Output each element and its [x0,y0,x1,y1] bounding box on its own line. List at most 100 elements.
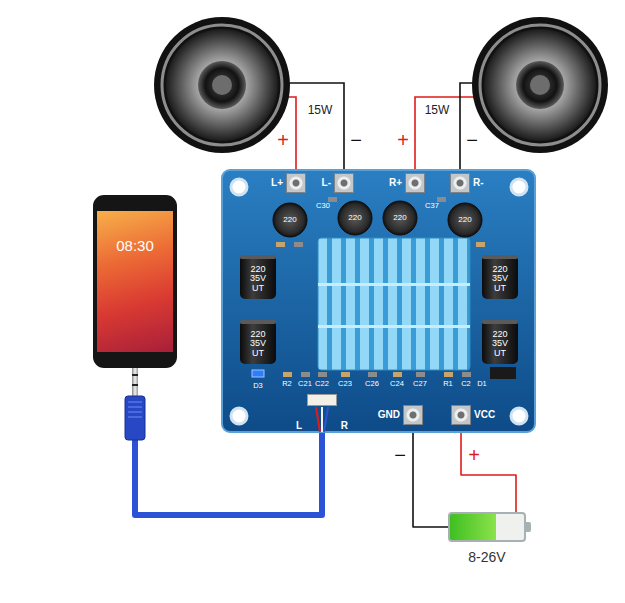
power-wire [461,425,516,512]
smd-part [283,372,292,377]
smd-part [368,372,377,377]
power-terminal: GND [378,405,423,425]
audio-input-header: LR [295,392,349,432]
inductor [448,203,482,237]
capacitor-rim [240,255,276,259]
polarity-sign: − [394,445,406,465]
power-rating: 15W [425,104,450,116]
node-text: R [341,421,348,431]
smd-part [276,242,285,247]
led [252,370,264,377]
speaker-wire [415,97,480,173]
capacitor [482,255,518,299]
input-wire [316,407,320,432]
polarity-sign: + [468,445,480,465]
speaker-cone [166,29,278,141]
jack-ring [132,384,138,386]
smd-part [393,372,402,377]
smd-part [294,242,303,247]
heatsink [318,238,470,370]
node-text: R- [473,178,484,188]
node-text: GND [378,410,400,420]
speaker-terminal: R- [450,173,484,193]
node-text: R+ [389,178,402,188]
mounting-hole [511,408,527,424]
smd-part [328,197,337,202]
mounting-hole [231,179,247,195]
capacitor-marking: 220 35V UT [487,330,513,358]
capacitor [240,255,276,299]
speaker-wire [280,83,344,173]
terminal-pad [450,173,470,193]
smd-part [437,197,446,202]
part-label: D3 [253,382,263,390]
part-label: C2 [461,380,471,388]
node-text: 8-26V [468,550,505,564]
pin-header [307,394,337,406]
smd-components [252,197,516,379]
inductor-marking: 220 [348,214,361,222]
speaker-cone [484,29,596,141]
speaker-terminal: L+ [271,173,306,193]
speaker-rim [162,25,282,145]
terminal-pad [405,173,425,193]
input-wire [321,407,323,432]
speaker-dust-cap [516,61,564,109]
smd-part [462,372,471,377]
smd-part [476,242,485,247]
part-label: R2 [282,380,292,388]
capacitor [240,320,276,364]
power-terminal: VCC [451,405,495,425]
jack-tip [132,366,138,396]
capacitor-rim [482,255,518,259]
capacitor-marking: 220 35V UT [245,330,271,358]
jack-body [125,396,145,440]
terminal-pad [451,405,471,425]
heatsink-groove [318,283,470,286]
part-label: C24 [390,380,404,388]
diode-chip [490,367,516,379]
terminal-pad [334,173,354,193]
speaker-terminal: L- [322,173,354,193]
capacitor-rim [240,320,276,324]
smd-part [301,372,310,377]
terminal-pad [403,405,423,425]
smd-part [416,372,425,377]
polarity-sign: − [350,130,362,150]
node-text: L+ [271,178,283,188]
part-label: C22 [315,380,329,388]
mounting-hole [511,179,527,195]
node-text: L- [322,178,331,188]
electrolytic-capacitors [240,255,518,364]
heatsink-groove [318,325,470,328]
polarity-sign: + [277,130,289,150]
speaker [154,17,290,153]
part-label: C26 [365,380,379,388]
polarity-sign: + [397,130,409,150]
smartphone: 08:30 [93,195,177,368]
speaker-terminal: R+ [389,173,425,193]
mounting-hole [231,408,247,424]
part-label: C30 [316,202,330,210]
part-label: C27 [413,380,427,388]
smd-part [341,372,350,377]
node-text: L [296,421,302,431]
speaker-frame [154,17,290,153]
speaker-rim [480,25,600,145]
input-wire [324,407,328,432]
speaker-frame [472,17,608,153]
capacitor [482,320,518,364]
battery-terminal [526,522,531,532]
speaker-center [530,75,550,95]
battery: 8-26V [448,512,526,542]
jack-grip [128,402,142,417]
power-rating: 15W [308,104,333,116]
part-label: D1 [477,380,487,388]
audio-jack [125,366,145,440]
polarity-sign: − [466,130,478,150]
part-label: C37 [425,202,439,210]
part-label: R1 [443,380,453,388]
power-wire [413,425,448,527]
inductor [383,201,417,235]
terminal-pad [286,173,306,193]
